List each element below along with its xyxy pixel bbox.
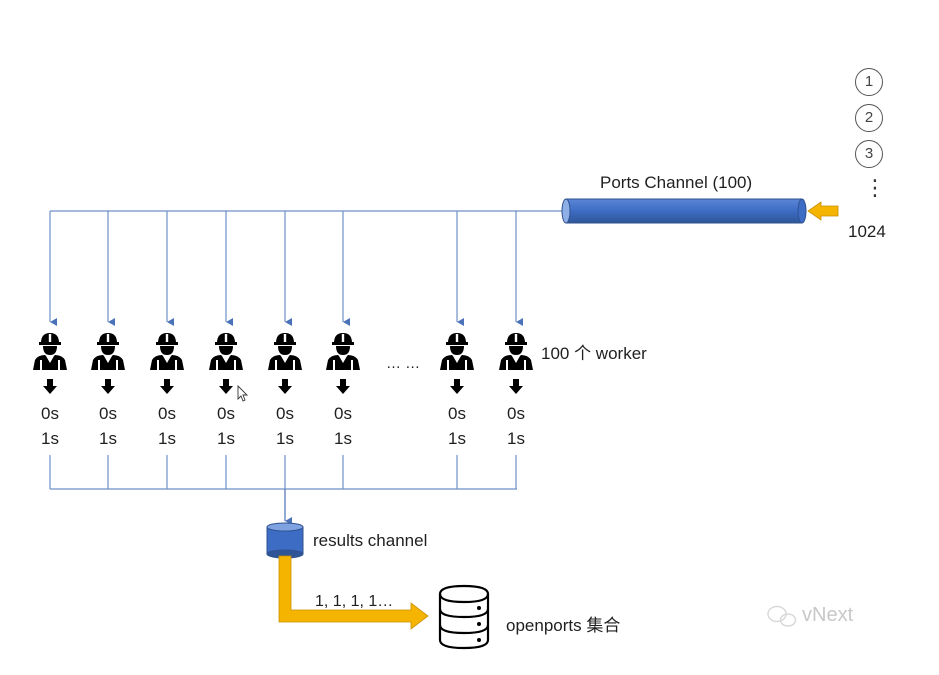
worker-time-start: 0s	[507, 404, 525, 423]
down-arrow-icon	[509, 379, 523, 394]
worker-icon	[33, 333, 67, 370]
workers-group	[33, 333, 533, 394]
down-arrow-icon	[278, 379, 292, 394]
results-channel-label: results channel	[313, 531, 428, 550]
wechat-icon	[767, 605, 797, 627]
worker-time-start: 0s	[99, 404, 117, 423]
down-arrow-icon	[219, 379, 233, 394]
worker-time-end: 1s	[276, 429, 294, 448]
worker-icon	[91, 333, 125, 370]
worker-time-end: 1s	[99, 429, 117, 448]
worker-ellipsis: … …	[386, 355, 421, 372]
ports-distribution-arrows	[49, 211, 523, 326]
down-arrow-icon	[160, 379, 174, 394]
worker-time-end: 1s	[334, 429, 352, 448]
worker-icon	[150, 333, 184, 370]
worker-icon	[268, 333, 302, 370]
worker-time-start: 0s	[158, 404, 176, 423]
worker-icon	[440, 333, 474, 370]
results-flow-arrow-icon	[278, 555, 429, 630]
watermark-text: vNext	[802, 604, 854, 626]
worker-time-start: 0s	[41, 404, 59, 423]
port-number-3: 3	[855, 140, 883, 168]
worker-icon	[209, 333, 243, 370]
worker-time-end: 1s	[507, 429, 525, 448]
down-arrow-icon	[450, 379, 464, 394]
worker-time-start: 0s	[276, 404, 294, 423]
results-channel-cylinder-icon	[266, 522, 304, 559]
worker-time-start: 0s	[217, 404, 235, 423]
worker-icon	[326, 333, 360, 370]
openports-database-icon	[438, 584, 490, 650]
worker-time-end: 1s	[158, 429, 176, 448]
results-collection-lines	[49, 455, 517, 489]
down-arrow-icon	[101, 379, 115, 394]
worker-time-end: 1s	[41, 429, 59, 448]
ports-channel-label: Ports Channel (100)	[600, 173, 753, 192]
results-values-label: 1, 1, 1, 1…	[315, 593, 394, 610]
worker-time-start: 0s	[334, 404, 352, 423]
worker-time-start: 0s	[448, 404, 466, 423]
port-number-1: 1	[855, 68, 883, 96]
worker-time-end: 1s	[217, 429, 235, 448]
input-arrow-icon	[807, 201, 839, 221]
down-arrow-icon	[43, 379, 57, 394]
ports-channel-pipe-icon	[561, 198, 807, 224]
down-arrow-icon	[336, 379, 350, 394]
mouse-cursor-icon	[237, 384, 249, 402]
openports-label: openports 集合	[506, 616, 621, 635]
worker-time-end: 1s	[448, 429, 466, 448]
worker-icon	[499, 333, 533, 370]
port-ellipsis: ⋮	[864, 175, 886, 200]
worker-count-label: 100 个 worker	[541, 344, 647, 363]
port-number-2: 2	[855, 104, 883, 132]
port-last: 1024	[848, 222, 886, 241]
